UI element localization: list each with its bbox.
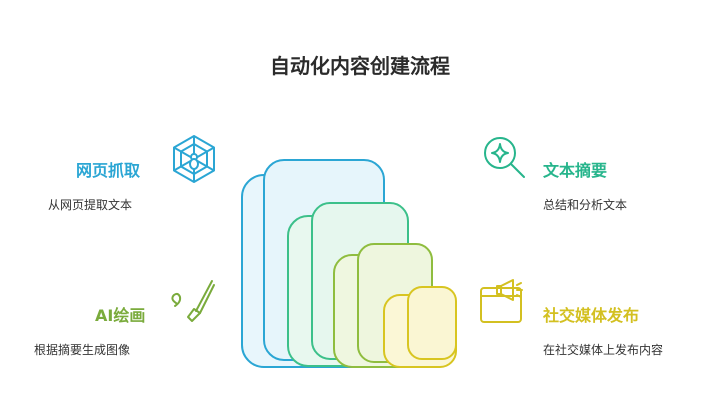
- magnifier-sparkle-icon: [484, 137, 525, 178]
- megaphone-icon: [480, 279, 523, 323]
- diagram-title: 自动化内容创建流程: [270, 54, 450, 78]
- step-label-publish: 社交媒体发布: [543, 306, 640, 325]
- step-label-scrape: 网页抓取: [76, 161, 141, 180]
- step-desc-publish: 在社交媒体上发布内容: [543, 343, 664, 357]
- step-desc-summary: 总结和分析文本: [543, 198, 628, 212]
- step-label-summary: 文本摘要: [543, 161, 608, 180]
- step-label-ai-paint: AI绘画: [95, 306, 146, 325]
- step-desc-scrape: 从网页提取文本: [48, 198, 133, 212]
- step-desc-ai-paint: 根据摘要生成图像: [34, 343, 131, 357]
- paintbrush-icon: [171, 280, 215, 322]
- spider-web-icon: [173, 135, 215, 183]
- layer-4-yellow: [383, 286, 457, 368]
